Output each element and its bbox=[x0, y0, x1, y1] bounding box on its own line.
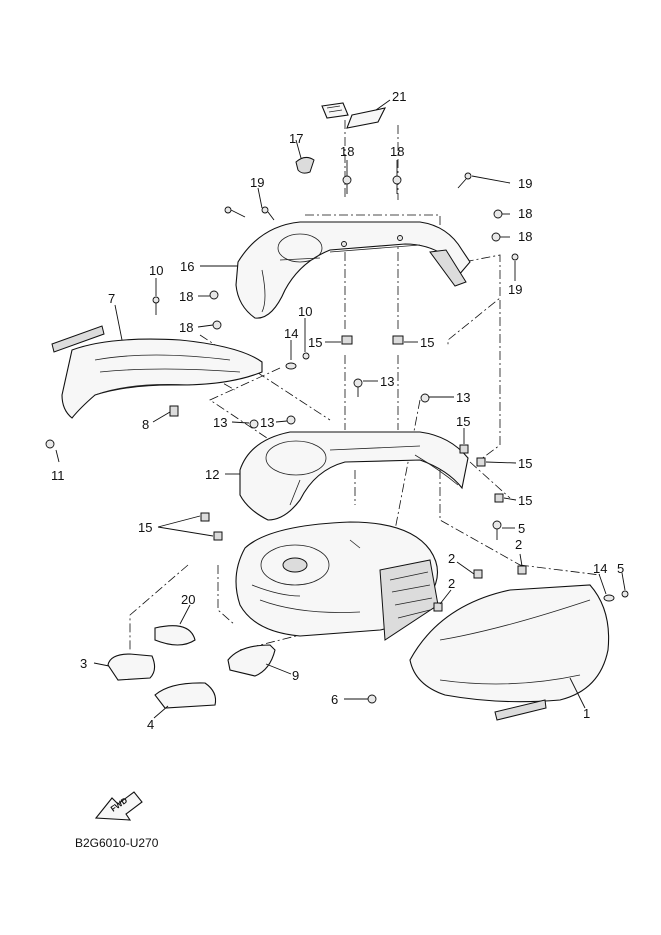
callout-18-b: 18 bbox=[390, 144, 404, 159]
callout-3: 3 bbox=[80, 656, 87, 671]
part-17-clip bbox=[295, 156, 315, 174]
callout-18-f: 18 bbox=[179, 320, 193, 335]
callout-2-c: 2 bbox=[448, 576, 455, 591]
callout-14-a: 14 bbox=[284, 326, 298, 341]
callout-5-b: 5 bbox=[617, 561, 624, 576]
callout-6: 6 bbox=[331, 692, 338, 707]
callout-15-a: 15 bbox=[308, 335, 322, 350]
callout-12: 12 bbox=[205, 467, 219, 482]
part-20-pad bbox=[154, 625, 196, 646]
part-1-tank-cover bbox=[409, 584, 610, 721]
callout-17: 17 bbox=[289, 131, 303, 146]
fasteners bbox=[45, 172, 629, 704]
callout-13-d: 13 bbox=[260, 415, 274, 430]
callout-numbers: 21 17 18 18 19 19 18 18 16 10 7 18 19 18… bbox=[51, 89, 624, 732]
part-16-upper-cover bbox=[235, 221, 471, 319]
callout-13-c: 13 bbox=[213, 415, 227, 430]
part-3-pad bbox=[107, 653, 156, 681]
diagram-code: B2G6010-U270 bbox=[75, 836, 159, 850]
part-9-pad bbox=[227, 644, 276, 677]
callout-15-f: 15 bbox=[138, 520, 152, 535]
callout-18-a: 18 bbox=[340, 144, 354, 159]
part-4-pad bbox=[154, 682, 217, 709]
callout-19-c: 19 bbox=[508, 282, 522, 297]
callout-1: 1 bbox=[583, 706, 590, 721]
callout-18-c: 18 bbox=[518, 206, 532, 221]
callout-leaders bbox=[55, 99, 626, 719]
callout-15-c: 15 bbox=[456, 414, 470, 429]
callout-21: 21 bbox=[392, 89, 406, 104]
part-7-side-cover bbox=[51, 325, 263, 419]
callout-19-a: 19 bbox=[250, 175, 264, 190]
callout-15-e: 15 bbox=[518, 493, 532, 508]
callout-18-e: 18 bbox=[179, 289, 193, 304]
fuel-tank bbox=[235, 521, 439, 641]
callout-11: 11 bbox=[51, 468, 65, 483]
callout-2-b: 2 bbox=[515, 537, 522, 552]
callout-7: 7 bbox=[108, 291, 115, 306]
callout-4: 4 bbox=[147, 717, 154, 732]
callout-5-a: 5 bbox=[518, 521, 525, 536]
callout-18-d: 18 bbox=[518, 229, 532, 244]
callout-15-d: 15 bbox=[518, 456, 532, 471]
callout-13-b: 13 bbox=[456, 390, 470, 405]
callout-2-a: 2 bbox=[448, 551, 455, 566]
callout-9: 9 bbox=[292, 668, 299, 683]
callout-13-a: 13 bbox=[380, 374, 394, 389]
fwd-arrow-icon: FWD bbox=[94, 791, 143, 821]
callout-20: 20 bbox=[181, 592, 195, 607]
callout-15-b: 15 bbox=[420, 335, 434, 350]
callout-14-b: 14 bbox=[593, 561, 607, 576]
part-21-labels bbox=[321, 102, 387, 129]
callout-10-b: 10 bbox=[298, 304, 312, 319]
callout-10-a: 10 bbox=[149, 263, 163, 278]
callout-19-b: 19 bbox=[518, 176, 532, 191]
callout-16: 16 bbox=[180, 259, 194, 274]
callout-8: 8 bbox=[142, 417, 149, 432]
part-12-tank-top bbox=[239, 431, 469, 521]
